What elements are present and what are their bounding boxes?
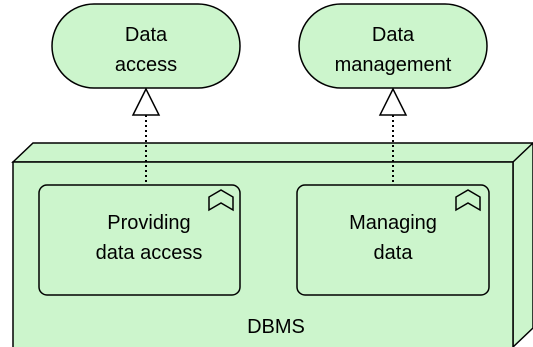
function-chevron-icon	[208, 189, 234, 212]
data-access-service-label-line-1: Data	[125, 24, 168, 46]
data-management-service-label-line-2: management	[335, 54, 452, 76]
managing-data-function-label-line-2: data	[374, 242, 414, 264]
managing-data-function[interactable]: Managing data	[296, 184, 490, 296]
managing-data-function-shape	[296, 184, 490, 296]
managing-data-function-label-line-1: Managing	[349, 212, 437, 234]
data-access-service-label-line-2: access	[115, 54, 177, 76]
providing-data-access-function-label-line-1: Providing	[107, 212, 190, 234]
providing-data-access-function-shape	[38, 184, 241, 296]
dbms-node-side-face	[512, 141, 533, 347]
providing-data-access-function-label-line-2: data access	[96, 242, 203, 264]
data-access-service[interactable]: Data access	[51, 3, 241, 89]
realization-arrowhead-icon	[378, 87, 408, 116]
realization-arrowhead-icon	[131, 87, 161, 116]
data-management-service[interactable]: Data management	[298, 3, 488, 89]
data-management-service-label-line-1: Data	[372, 24, 415, 46]
function-chevron-icon	[455, 189, 481, 212]
dbms-node-top-face	[11, 142, 533, 163]
providing-data-access-function[interactable]: Providing data access	[38, 184, 241, 296]
dbms-node-label: DBMS	[247, 316, 305, 338]
realization-relation-data-management[interactable]	[378, 87, 408, 185]
realization-relation-data-access[interactable]	[131, 87, 161, 185]
